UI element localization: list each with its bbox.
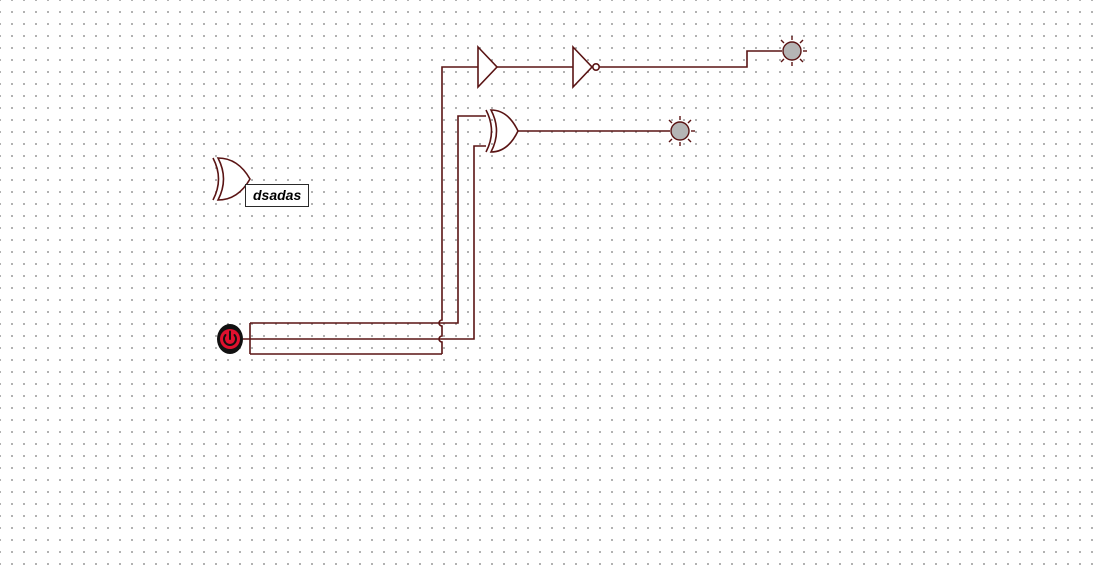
xor-gate-standalone[interactable] — [212, 157, 251, 201]
not-gate[interactable] — [572, 44, 600, 90]
wire-not-to-bulb[interactable] — [599, 50, 782, 68]
wire-switch-middle[interactable] — [243, 145, 486, 340]
xor-gate[interactable] — [485, 109, 519, 153]
gate-label[interactable]: dsadas — [245, 184, 310, 207]
wires — [243, 50, 782, 355]
light-bulb-middle[interactable] — [668, 116, 695, 146]
power-switch[interactable] — [217, 324, 243, 354]
light-bulb-top[interactable] — [780, 36, 807, 66]
buffer-gate[interactable] — [477, 44, 499, 90]
wire-to-xor-top[interactable] — [442, 115, 486, 324]
wire-to-buffer[interactable] — [438, 66, 478, 354]
power-icon — [223, 330, 237, 346]
